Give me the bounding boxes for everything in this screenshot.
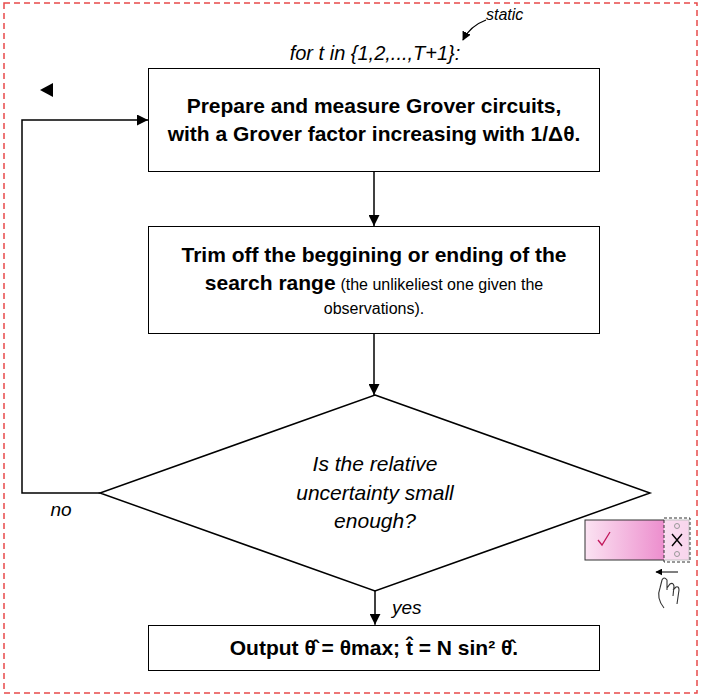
node-text: Is the relative uncertainty small enough… xyxy=(260,450,490,535)
flow-arrow xyxy=(373,172,375,226)
node-text: Prepare and measure Grover circuits, wit… xyxy=(163,92,585,149)
edge-label: no xyxy=(47,499,74,521)
output-box: Output θ̂ = θmax; t̂ = N sin² θ̂. xyxy=(148,625,600,671)
outer-arrowhead xyxy=(40,83,53,97)
edge-label: yes xyxy=(389,597,425,619)
static-pointer xyxy=(463,20,486,40)
annotation-label: static xyxy=(486,6,523,24)
node-text: Output θ̂ = θmax; t̂ = N sin² θ̂. xyxy=(230,634,518,662)
flow-arrow xyxy=(22,120,148,493)
flow-arrow xyxy=(374,591,376,625)
decision-diamond: Is the relative uncertainty small enough… xyxy=(100,395,650,591)
process-box: Trim off the beggining or ending of the … xyxy=(148,226,600,334)
flow-arrow xyxy=(373,334,375,395)
loop-header: for t in {1,2,...,T+1}: xyxy=(290,42,461,65)
search-range-illustration xyxy=(585,518,690,608)
decision-text-area: Is the relative uncertainty small enough… xyxy=(260,450,490,535)
dashed-frame xyxy=(4,3,697,693)
node-subtext: (the unlikeliest one given the observati… xyxy=(324,276,543,316)
process-box: Prepare and measure Grover circuits, wit… xyxy=(148,68,600,172)
text-paragraph: Trim off the beggining or ending of the … xyxy=(163,241,585,319)
